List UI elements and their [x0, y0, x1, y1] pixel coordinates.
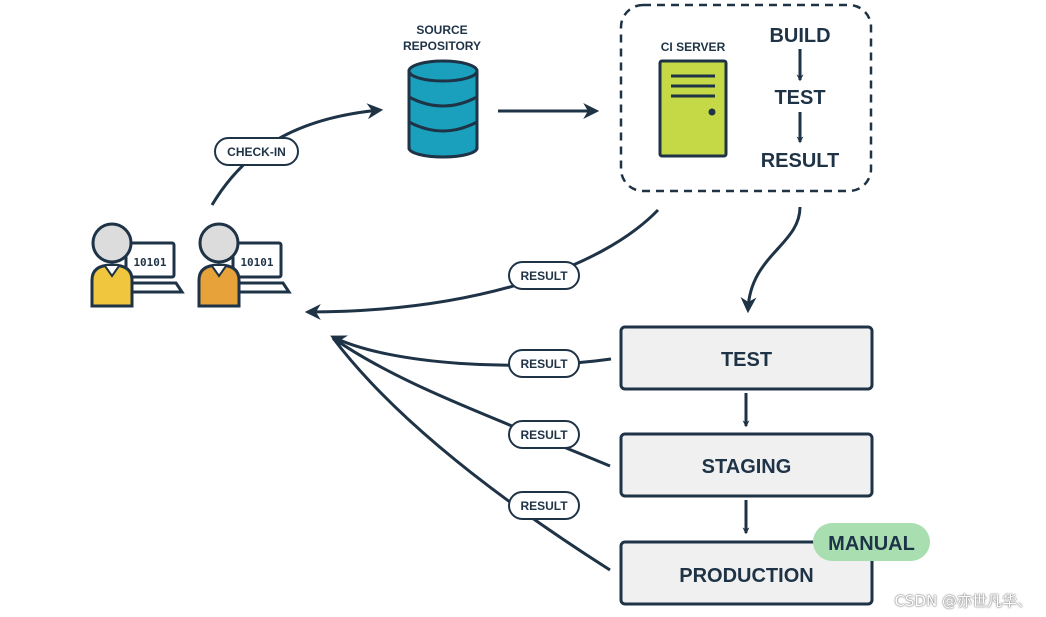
manual-badge: MANUAL: [813, 523, 930, 561]
check-in-pill: CHECK-IN: [214, 137, 299, 166]
result-pill-ci: RESULT: [508, 261, 580, 290]
developer-code-text: 10101: [240, 256, 273, 269]
source-repository-title-line1: SOURCE: [416, 23, 467, 37]
result-label: RESULT: [520, 357, 568, 371]
database-icon: [407, 59, 479, 159]
ci-step-test: TEST: [774, 87, 825, 109]
check-in-label: CHECK-IN: [227, 145, 286, 159]
stage-production-label: PRODUCTION: [679, 565, 813, 587]
stage-production: PRODUCTION: [619, 540, 874, 606]
ci-result-arrow: [304, 208, 660, 320]
result-pill-staging: RESULT: [508, 420, 580, 449]
production-result-arrow: [331, 337, 611, 572]
ci-step-build: BUILD: [769, 25, 830, 47]
result-label: RESULT: [520, 428, 568, 442]
stage-test: TEST: [619, 325, 874, 391]
result-pill-test: RESULT: [508, 349, 580, 378]
ci-step-result: RESULT: [761, 150, 840, 172]
developer-1: 10101: [90, 222, 185, 308]
ci-server-container: [619, 3, 873, 193]
ci-to-test-arrow: [740, 206, 802, 314]
person-icon: [197, 222, 241, 308]
result-label: RESULT: [520, 499, 568, 513]
stage-staging-label: STAGING: [702, 456, 792, 478]
watermark: CSDN @亦世凡华、: [894, 592, 1032, 610]
source-repository-title-line2: REPOSITORY: [403, 39, 481, 53]
developer-code-text: 10101: [133, 256, 166, 269]
developer-2: 10101: [197, 222, 292, 308]
server-icon: [658, 59, 728, 158]
stage-staging: STAGING: [619, 432, 874, 498]
result-pill-production: RESULT: [508, 491, 580, 520]
result-label: RESULT: [520, 269, 568, 283]
stage-test-label: TEST: [721, 349, 772, 371]
person-icon: [90, 222, 134, 308]
manual-badge-label: MANUAL: [828, 533, 915, 555]
ci-server-label: CI SERVER: [661, 40, 726, 54]
